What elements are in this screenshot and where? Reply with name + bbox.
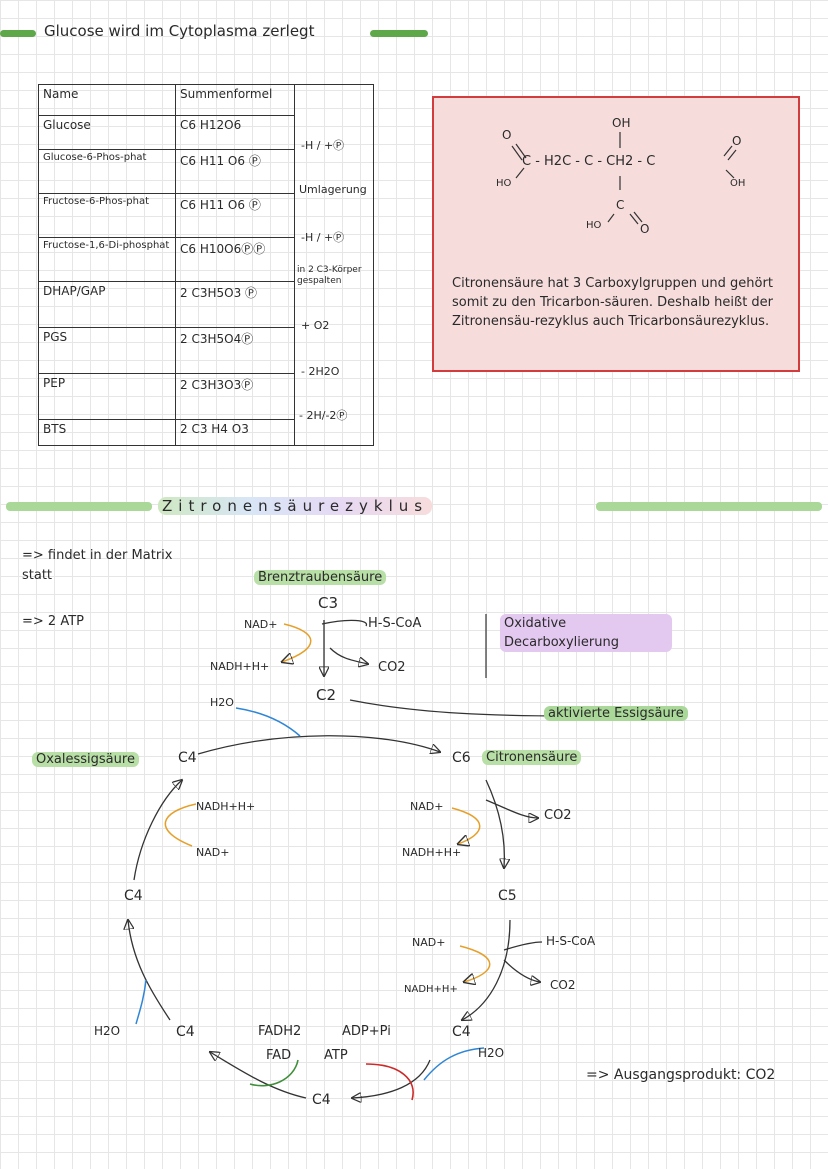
label-nad-left: NAD+ xyxy=(196,846,230,859)
label-c4-bottom: C4 xyxy=(312,1092,331,1108)
table-cell-name: Fructose-1,6-Di-phosphat xyxy=(38,237,176,282)
label-c2: C2 xyxy=(316,686,337,704)
label-co2-r2: CO2 xyxy=(550,978,576,992)
green-bar-cycle-right xyxy=(596,502,822,511)
mol-chain: C - H2C - C - CH2 - C xyxy=(522,154,656,169)
step-6: - 2H2O xyxy=(301,365,340,378)
glycolysis-table: Name Summenformel -H / +Ⓟ Umlagerung -H … xyxy=(38,84,374,446)
table-cell-name: Fructose-6-Phos-phat xyxy=(38,193,176,238)
label-c5: C5 xyxy=(498,888,517,904)
green-bar-right xyxy=(370,30,428,37)
label-nadh-top: NADH+H+ xyxy=(210,660,270,673)
table-cell-name: BTS xyxy=(38,419,176,446)
table-cell-name: PGS xyxy=(38,327,176,374)
label-fad: FAD xyxy=(266,1048,292,1063)
label-c4-bottom-left: C4 xyxy=(176,1024,195,1040)
table-cell-name: Glucose-6-Phos-phat xyxy=(38,149,176,194)
label-h2o-left: H2O xyxy=(94,1024,121,1038)
label-h2o-top: H2O xyxy=(210,696,234,709)
mol-ho-left: HO xyxy=(496,178,512,189)
label-c4-left: C4 xyxy=(124,888,143,904)
label-fadh2: FADH2 xyxy=(258,1024,302,1039)
mol-o-left: O xyxy=(502,128,512,142)
mol-ho-bottom: HO xyxy=(586,220,602,231)
table-cell-formula: C6 H12O6 xyxy=(175,115,295,150)
step-2: Umlagerung xyxy=(299,183,367,196)
label-brenztraube: Brenztraubensäure xyxy=(254,570,387,585)
label-c4-right: C4 xyxy=(452,1024,471,1040)
citric-acid-box: OH O C - H2C - C - CH2 - C O HO OH C HO … xyxy=(432,96,800,372)
label-h2o-right: H2O xyxy=(478,1046,505,1060)
note-matrix: => findet in der Matrix statt xyxy=(22,548,173,583)
label-co2-top: CO2 xyxy=(378,660,406,675)
label-nad-top: NAD+ xyxy=(244,618,278,631)
label-aktivierte: aktivierte Essigsäure xyxy=(544,706,688,721)
label-hscoa-r2: H-S-CoA xyxy=(546,934,596,948)
heading-glycolysis: Glucose wird im Cytoplasma zerlegt xyxy=(44,22,315,40)
mol-oh-top: OH xyxy=(612,116,631,130)
label-atp: ATP xyxy=(324,1048,348,1063)
table-steps-column: -H / +Ⓟ Umlagerung -H / +Ⓟ in 2 C3-Körpe… xyxy=(294,84,374,446)
note-atp: => 2 ATP xyxy=(22,614,84,629)
table-cell-formula: 2 C3 H4 O3 xyxy=(175,419,295,446)
label-oxal: Oxalessigsäure xyxy=(32,752,139,767)
mol-o-bottom: O xyxy=(640,222,650,236)
step-7: - 2H/-2Ⓟ xyxy=(299,409,348,422)
label-nadh-r1: NADH+H+ xyxy=(402,846,462,859)
label-nad-r1: NAD+ xyxy=(410,800,444,813)
green-bar-cycle-left xyxy=(6,502,152,511)
step-3: -H / +Ⓟ xyxy=(301,231,345,244)
mol-o-right: O xyxy=(732,134,742,148)
label-nadh-left: NADH+H+ xyxy=(196,800,256,813)
step-1: -H / +Ⓟ xyxy=(301,139,345,152)
label-hscoa-top: H-S-CoA xyxy=(368,616,422,631)
label-nad-r2: NAD+ xyxy=(412,936,446,949)
label-oxidative: Oxidative Decarboxylierung xyxy=(500,614,672,652)
label-adp: ADP+Pi xyxy=(342,1024,391,1039)
step-5: + O2 xyxy=(301,319,330,332)
green-bar-left xyxy=(0,30,36,37)
label-co2-r1: CO2 xyxy=(544,808,572,823)
label-c6: C6 xyxy=(452,750,471,766)
table-cell-formula: C6 H11 O6 Ⓟ xyxy=(175,193,295,238)
label-nadh-r2: NADH+H+ xyxy=(404,984,458,995)
note-final: => Ausgangsprodukt: CO2 xyxy=(586,1067,776,1083)
heading-citric-cycle: Zitronensäurezyklus xyxy=(158,497,433,515)
table-header-formula: Summenformel xyxy=(175,84,295,116)
table-cell-name: DHAP/GAP xyxy=(38,281,176,328)
label-c4-left-top: C4 xyxy=(178,750,197,766)
table-cell-formula: 2 C3H5O3 Ⓟ xyxy=(175,281,295,328)
table-header-name: Name xyxy=(38,84,176,116)
label-citronen: Citronensäure xyxy=(482,750,582,765)
label-c3: C3 xyxy=(318,594,339,612)
mol-c-bottom: C xyxy=(616,198,625,212)
citric-acid-note: Citronensäure hat 3 Carboxylgruppen und … xyxy=(452,276,774,329)
step-4: in 2 C3-Körper gespalten xyxy=(297,265,362,286)
table-cell-formula: 2 C3H3O3Ⓟ xyxy=(175,373,295,420)
citric-acid-structure xyxy=(511,132,737,225)
mol-oh-right: OH xyxy=(730,178,746,189)
